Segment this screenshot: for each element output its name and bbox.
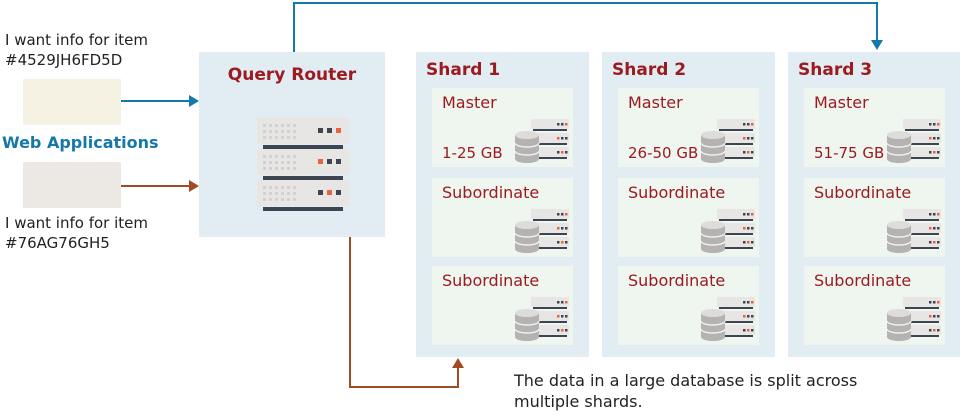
master-node[interactable]: Master 1-25 GB [432, 88, 573, 167]
request-2-line1: I want info for item [5, 214, 148, 232]
request-1-line1: I want info for item [5, 31, 148, 49]
shard-title: Shard 1 [426, 60, 501, 80]
diagram-caption: The data in a large database is split ac… [514, 370, 954, 412]
shard-title: Shard 2 [612, 60, 687, 80]
node-data-range: 1-25 GB [442, 144, 503, 162]
node-data-range: 26-50 GB [628, 144, 699, 162]
database-server-icon [515, 297, 569, 341]
caption-line-1: The data in a large database is split ac… [514, 371, 858, 390]
web-app-2-box[interactable] [23, 162, 121, 208]
node-role-label: Master [442, 93, 497, 112]
database-server-icon [701, 209, 755, 253]
web-app-1-box[interactable] [23, 79, 121, 125]
node-data-range: 51-75 GB [814, 144, 885, 162]
master-node[interactable]: Master 51-75 GB [804, 88, 945, 167]
shard-2[interactable]: Shard 2 Master 26-50 GB Subordinate [602, 52, 775, 357]
database-server-icon [701, 119, 755, 163]
router-to-shard3-arrowhead [871, 40, 883, 50]
node-role-label: Subordinate [628, 183, 726, 202]
router-to-shard1-arrow [349, 237, 459, 388]
request-1-text: I want info for item #4529JH6FD5D [5, 30, 148, 70]
node-role-label: Master [628, 93, 683, 112]
request-2-text: I want info for item #76AG76GH5 [5, 213, 148, 253]
request-1-item-id: #4529JH6FD5D [5, 51, 123, 69]
subordinate-node[interactable]: Subordinate [618, 266, 759, 345]
shard-1[interactable]: Shard 1 Master 1-25 GB Subordinate [416, 52, 589, 357]
caption-line-2: multiple shards. [514, 392, 643, 411]
database-server-icon [515, 209, 569, 253]
node-role-label: Subordinate [442, 271, 540, 290]
request-2-arrowhead [189, 180, 199, 192]
node-role-label: Subordinate [814, 271, 912, 290]
subordinate-node[interactable]: Subordinate [804, 266, 945, 345]
master-node[interactable]: Master 26-50 GB [618, 88, 759, 167]
database-server-icon [701, 297, 755, 341]
database-server-icon [887, 297, 941, 341]
database-server-icon [515, 119, 569, 163]
node-role-label: Master [814, 93, 869, 112]
shard-title: Shard 3 [798, 60, 873, 80]
request-1-arrowhead [189, 95, 199, 107]
subordinate-node[interactable]: Subordinate [432, 178, 573, 257]
node-role-label: Subordinate [814, 183, 912, 202]
query-router-title: Query Router [227, 65, 357, 85]
node-role-label: Subordinate [628, 271, 726, 290]
subordinate-node[interactable]: Subordinate [432, 266, 573, 345]
database-server-icon [887, 209, 941, 253]
subordinate-node[interactable]: Subordinate [618, 178, 759, 257]
subordinate-node[interactable]: Subordinate [804, 178, 945, 257]
router-to-shard3-arrow [293, 2, 878, 52]
server-rack-icon [257, 118, 349, 211]
database-server-icon [887, 119, 941, 163]
node-role-label: Subordinate [442, 183, 540, 202]
request-2-item-id: #76AG76GH5 [5, 234, 110, 252]
query-router[interactable]: Query Router [199, 52, 385, 237]
router-to-shard1-arrowhead [452, 358, 464, 368]
shard-3[interactable]: Shard 3 Master 51-75 GB Subordinate [788, 52, 960, 357]
web-applications-label: Web Applications [2, 133, 159, 152]
